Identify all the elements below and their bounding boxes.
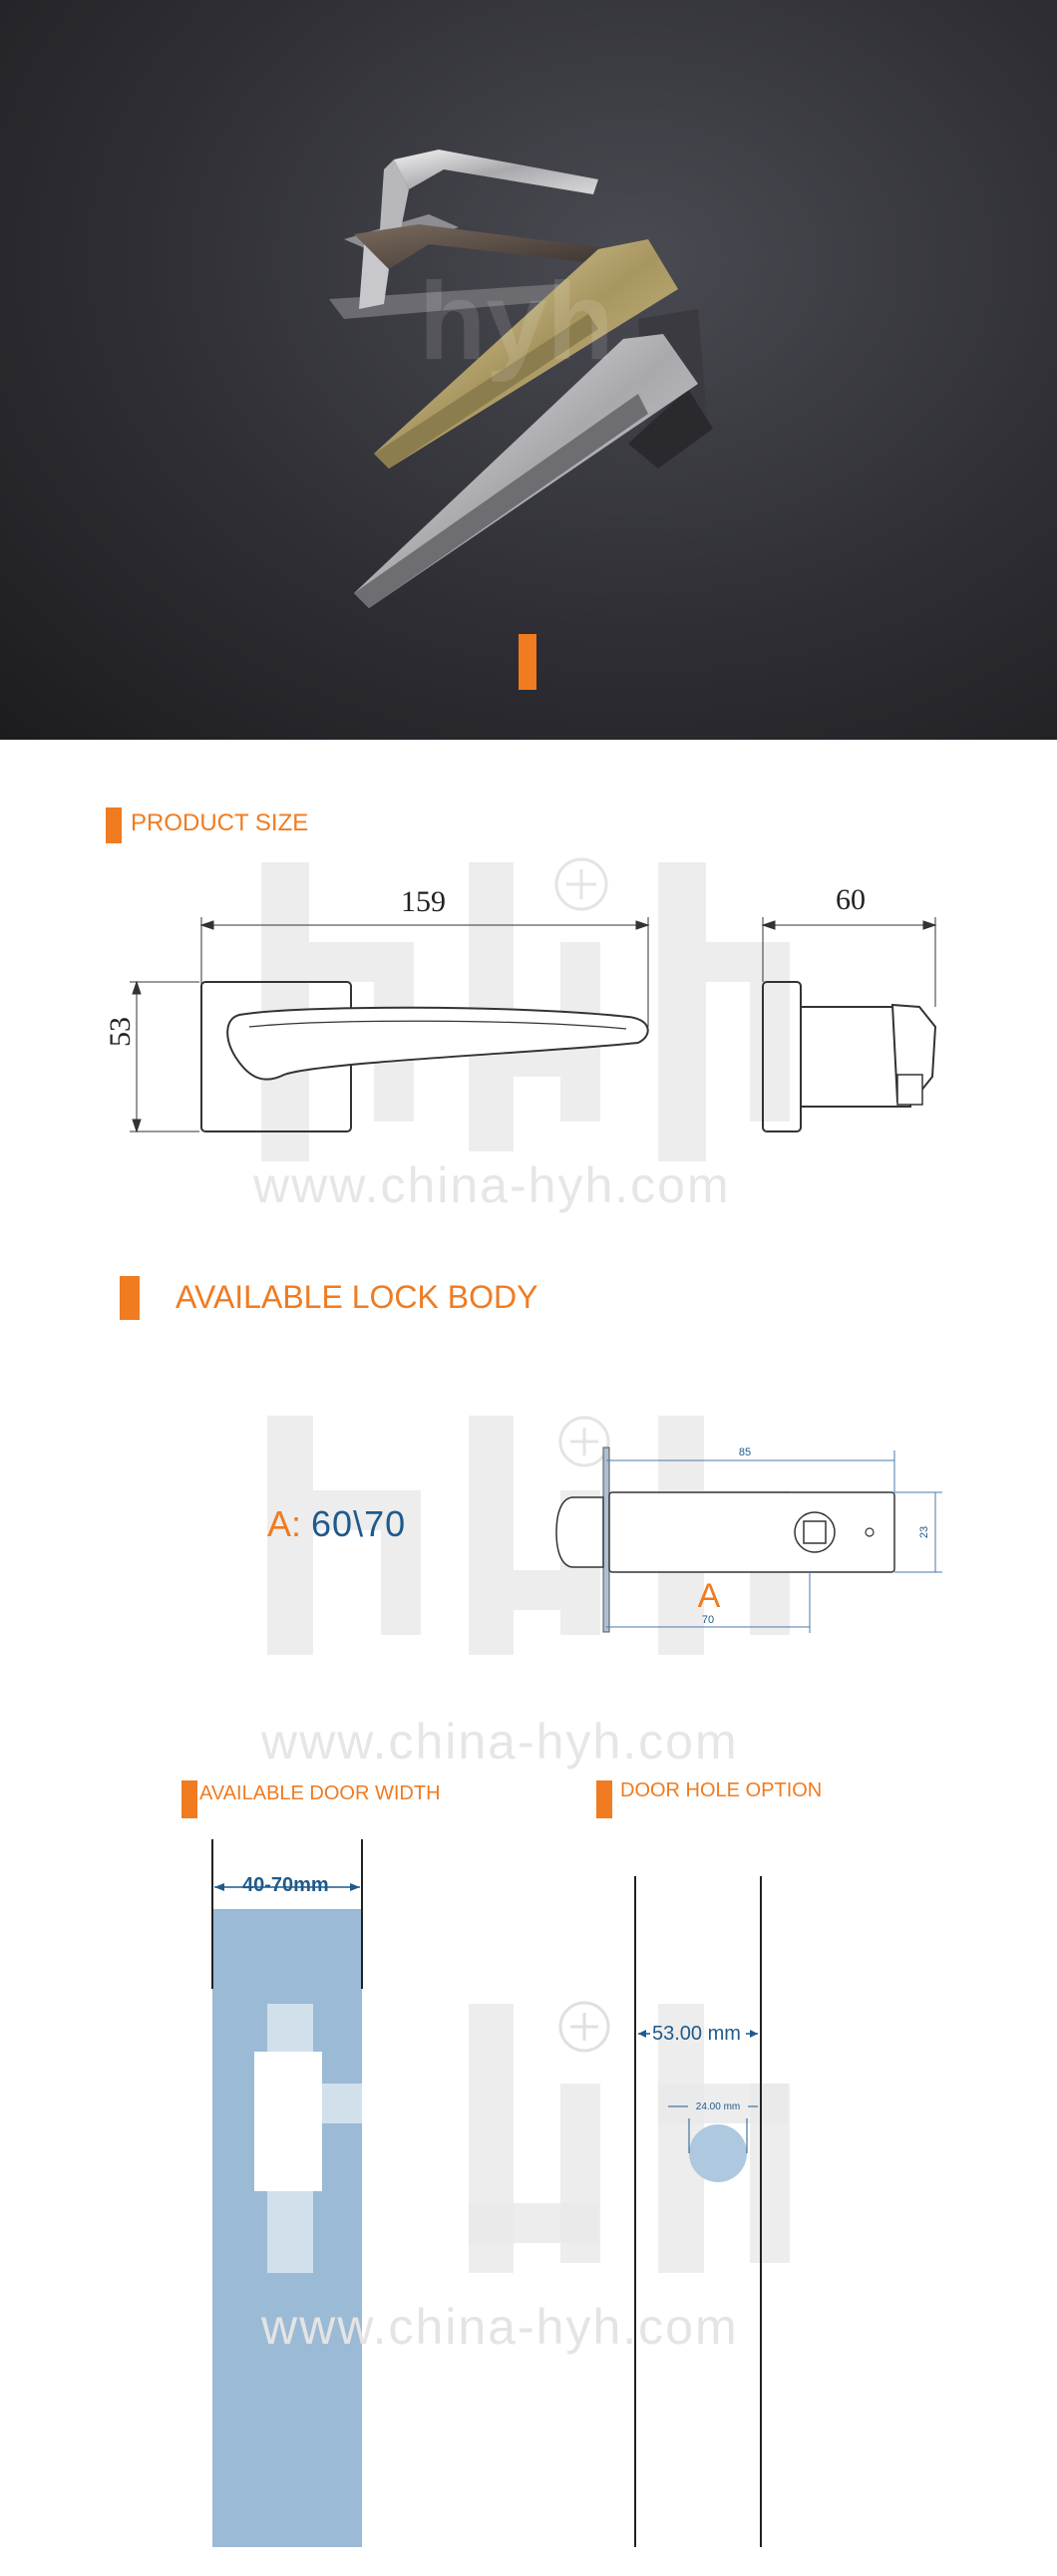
lock-drawing-label: A (698, 1577, 721, 1615)
svg-text:hyh: hyh (419, 260, 614, 383)
dimension-height: 53 (104, 1017, 137, 1047)
section-marker (181, 1780, 197, 1818)
door-hole (689, 2124, 747, 2182)
watermark-url: www.china-hyh.com (261, 2299, 739, 2355)
door-hole-spacing: 53.00 mm (652, 2023, 741, 2045)
lock-option: A: 60\70 (267, 1503, 406, 1545)
watermark-url: www.china-hyh.com (253, 1157, 731, 1213)
section-title-door-width: AVAILABLE DOOR WIDTH (199, 1782, 441, 1804)
door-width-range: 40-70mm (242, 1874, 329, 1896)
lock-body-drawing: 85 70 23 A (267, 1416, 942, 1655)
section-marker (120, 1276, 140, 1320)
section-title-lock-body: AVAILABLE LOCK BODY (176, 1279, 538, 1315)
section-title-product-size: PRODUCT SIZE (131, 809, 309, 836)
lock-dim-bottom: 70 (702, 1614, 714, 1626)
section-marker (596, 1780, 612, 1818)
lock-dim-top: 85 (739, 1447, 751, 1458)
section-marker (106, 807, 122, 843)
dimension-depth: 60 (836, 883, 866, 916)
lock-dim-side: 23 (918, 1526, 930, 1538)
hole-diameter-label: 24.00 mm (696, 2101, 740, 2112)
door-diagrams: 24.00 mm (211, 1839, 790, 2547)
watermark-url: www.china-hyh.com (261, 1714, 739, 1770)
dimension-length: 159 (401, 885, 446, 918)
lock-option-value: 60\70 (311, 1503, 407, 1544)
section-title-door-hole: DOOR HOLE OPTION (620, 1779, 823, 1801)
product-size-drawing (130, 857, 937, 1161)
lock-option-letter: A: (267, 1503, 302, 1544)
door-handle-product-photo: hyh (329, 150, 713, 690)
hero-banner: hyh (0, 0, 1057, 740)
